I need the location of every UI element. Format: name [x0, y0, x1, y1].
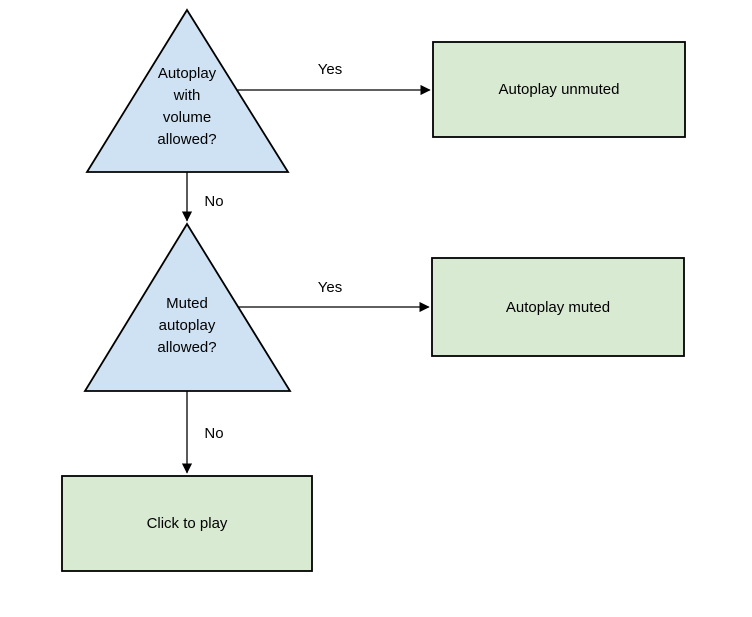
edge-label-decision2-yes: Yes — [317, 279, 343, 296]
decision1-label-line3: volume — [162, 109, 212, 126]
edge-label-decision1-no: No — [204, 193, 224, 210]
decision1-label: Autoplay with volume allowed? — [112, 63, 262, 151]
decision1-label-line4: allowed? — [157, 131, 217, 148]
decision1-label-line1: Autoplay — [157, 65, 217, 82]
decision2-label: Muted autoplay allowed? — [112, 293, 262, 359]
decision1-label-line2: with — [173, 87, 201, 104]
decision2-label-line1: Muted — [166, 295, 208, 312]
outcome-box-autoplay-unmuted — [432, 41, 686, 138]
edge-label-decision1-yes: Yes — [317, 61, 343, 78]
decision2-label-line3: allowed? — [157, 339, 217, 356]
outcome2-label: Autoplay muted — [505, 298, 611, 316]
outcome3-label: Click to play — [146, 515, 228, 532]
edge-label-decision2-no: No — [204, 425, 224, 442]
outcome-box-click-to-play — [61, 475, 313, 572]
outcome-box-autoplay-muted — [431, 257, 685, 357]
outcome1-label: Autoplay unmuted — [498, 81, 620, 98]
decision2-label-line2: autoplay — [158, 317, 216, 334]
